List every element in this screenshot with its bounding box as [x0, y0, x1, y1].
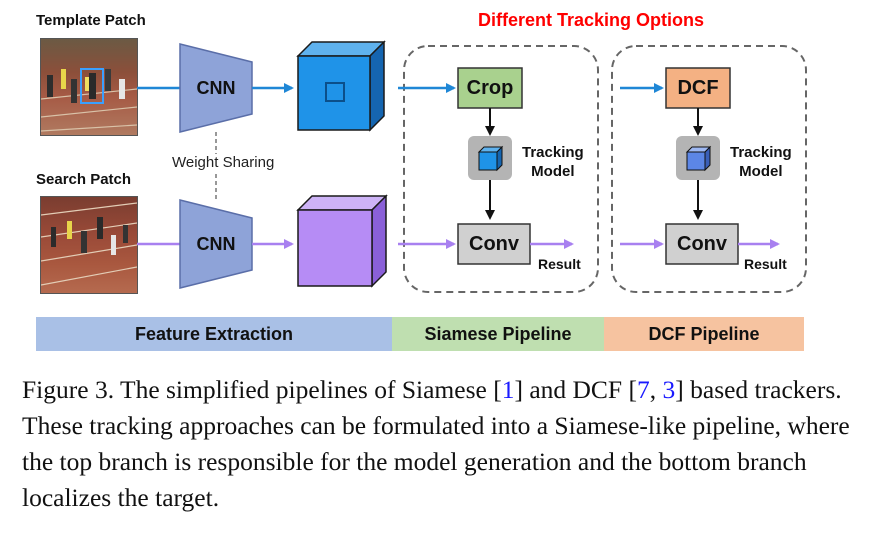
- caption-line1c: ,: [649, 375, 663, 404]
- crop-box: [457, 67, 523, 109]
- cnn-top-label: CNN: [196, 77, 236, 98]
- dcf-box: [665, 67, 731, 109]
- feature-extraction-bar: Feature Extraction: [36, 317, 392, 351]
- conv-siamese-label: Conv: [469, 232, 519, 255]
- caption-ref-3[interactable]: 3: [662, 375, 676, 404]
- caption-rest: based trackers. These tracking approache…: [22, 375, 850, 512]
- caption-line1a: Figure 3. The simplified pipelines of Si…: [22, 375, 502, 404]
- result-dcf-label: Result: [744, 256, 787, 272]
- siamese-pipeline-label: Siamese Pipeline: [424, 323, 572, 344]
- caption-ref-7[interactable]: 7: [637, 375, 650, 404]
- cnn-top-block: [179, 43, 253, 133]
- conv-siamese-box: [457, 223, 531, 265]
- conv-dcf-label: Conv: [677, 232, 727, 255]
- caption-ref-1[interactable]: 1: [501, 375, 515, 404]
- crop-label: Crop: [466, 76, 514, 99]
- cnn-bottom-block: [179, 199, 253, 289]
- siamese-option-panel: [403, 45, 599, 293]
- dcf-option-panel: [611, 45, 807, 293]
- siamese-pipeline-bar: Siamese Pipeline: [392, 317, 604, 351]
- dcf-model-cube-icon: [685, 145, 712, 172]
- dcf-pipeline-label: DCF Pipeline: [648, 323, 760, 344]
- conv-dcf-box: [665, 223, 739, 265]
- template-feature-cube: [296, 40, 386, 132]
- search-patch-image: [40, 196, 138, 294]
- search-patch-scene: [41, 202, 137, 286]
- template-patch-label: Template Patch: [36, 12, 146, 29]
- siamese-model-cube-icon: [477, 145, 504, 172]
- weight-sharing-label: Weight Sharing: [170, 154, 277, 171]
- pipeline-diagram: [137, 40, 807, 293]
- search-patch-label: Search Patch: [36, 171, 132, 188]
- options-title: Different Tracking Options: [478, 10, 705, 30]
- target-square-icon: [325, 82, 345, 102]
- caption-line1d: ]: [675, 375, 684, 404]
- search-feature-cube: [296, 194, 388, 288]
- feature-extraction-label: Feature Extraction: [134, 323, 294, 344]
- dcf-label: DCF: [677, 76, 719, 99]
- dcf-pipeline-bar: DCF Pipeline: [604, 317, 804, 351]
- figure-caption: Figure 3. The simplified pipelines of Si…: [22, 372, 872, 516]
- template-patch-image: [40, 38, 138, 136]
- tracking-model-siamese-label: Tracking Model: [522, 144, 584, 180]
- caption-line1b: ] and DCF [: [514, 375, 637, 404]
- tracking-model-dcf-label: Tracking Model: [730, 144, 792, 180]
- template-patch-scene: [41, 68, 137, 132]
- cnn-bottom-label: CNN: [196, 233, 236, 254]
- result-siamese-label: Result: [538, 256, 581, 272]
